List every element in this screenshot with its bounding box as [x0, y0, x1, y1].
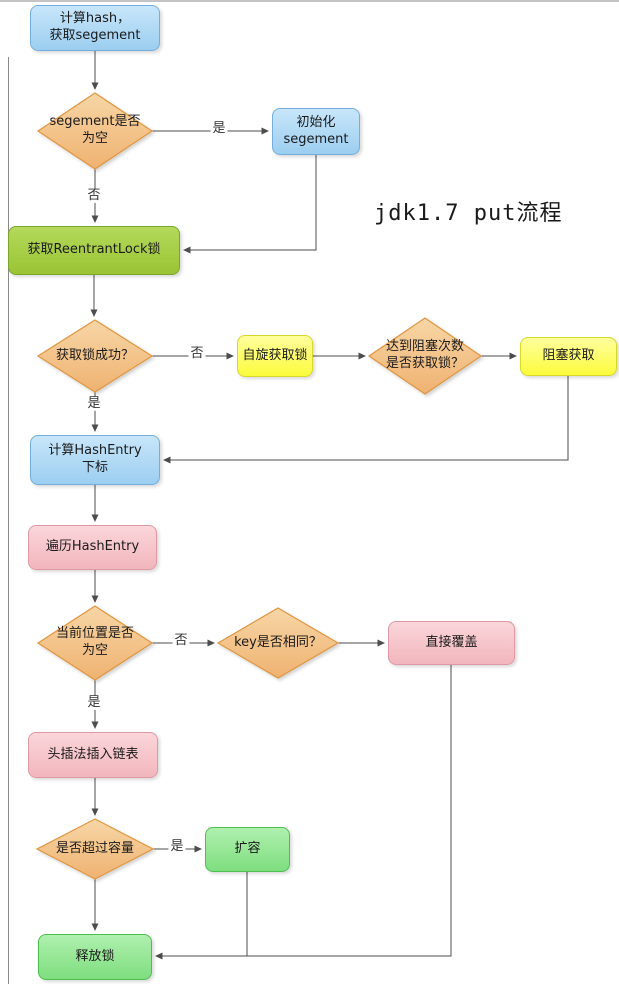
node-calc-hashentry-index: 计算HashEntry 下标	[30, 435, 160, 485]
node-expand: 扩容	[205, 827, 290, 872]
node-block-times-decision: 达到阻塞次数 是否获取锁？	[385, 339, 464, 371]
edge-label-locked-yes: 是	[85, 395, 103, 412]
node-position-empty-decision: 当前位置是否 为空	[55, 626, 134, 658]
connector-init-to-acquirelock	[183, 155, 317, 254]
block-times-diamond-shape	[367, 317, 483, 395]
node-segment-empty-decision: segement是否 为空	[49, 114, 141, 146]
edge-label-insert-yes: 是	[85, 694, 103, 711]
lock-success-diamond-shape	[36, 319, 154, 393]
connector-overwrite-to-releaselock	[155, 665, 452, 960]
edge-label-key-no: 否	[172, 632, 190, 649]
node-key-same-decision: key是否相同？	[234, 634, 322, 650]
node-calc-hash-segment: 计算hash， 获取segement	[30, 5, 160, 51]
edge-label-expand-yes: 是	[168, 838, 186, 855]
node-release-lock: 释放锁	[38, 934, 152, 980]
key-same-diamond-shape	[216, 607, 340, 679]
node-overwrite: 直接覆盖	[388, 621, 515, 665]
diagram-title: jdk1.7 put流程	[374, 201, 563, 226]
node-lock-success-decision: 获取锁成功？	[55, 347, 134, 363]
node-block-acquire: 阻塞获取	[520, 337, 617, 376]
position-empty-diamond-shape	[36, 605, 154, 681]
node-over-capacity-decision: 是否超过容量	[55, 840, 134, 856]
edge-label-init-yes: 是	[210, 120, 228, 137]
segment-empty-diamond-shape	[36, 92, 154, 170]
over-capacity-diamond-shape	[35, 818, 155, 880]
node-spin-acquire-lock: 自旋获取锁	[237, 335, 313, 377]
node-head-insert: 头插法插入链表	[28, 732, 158, 778]
node-acquire-reentrantlock: 获取ReentrantLock锁	[8, 226, 180, 275]
connector-blockacquire-to-calchashentry	[163, 376, 569, 464]
node-traverse-hashentry: 遍历HashEntry	[28, 525, 157, 570]
edge-label-spin-no: 否	[188, 345, 206, 362]
node-init-segment: 初始化 segement	[272, 108, 360, 155]
edge-label-acquire-no: 否	[85, 187, 103, 204]
